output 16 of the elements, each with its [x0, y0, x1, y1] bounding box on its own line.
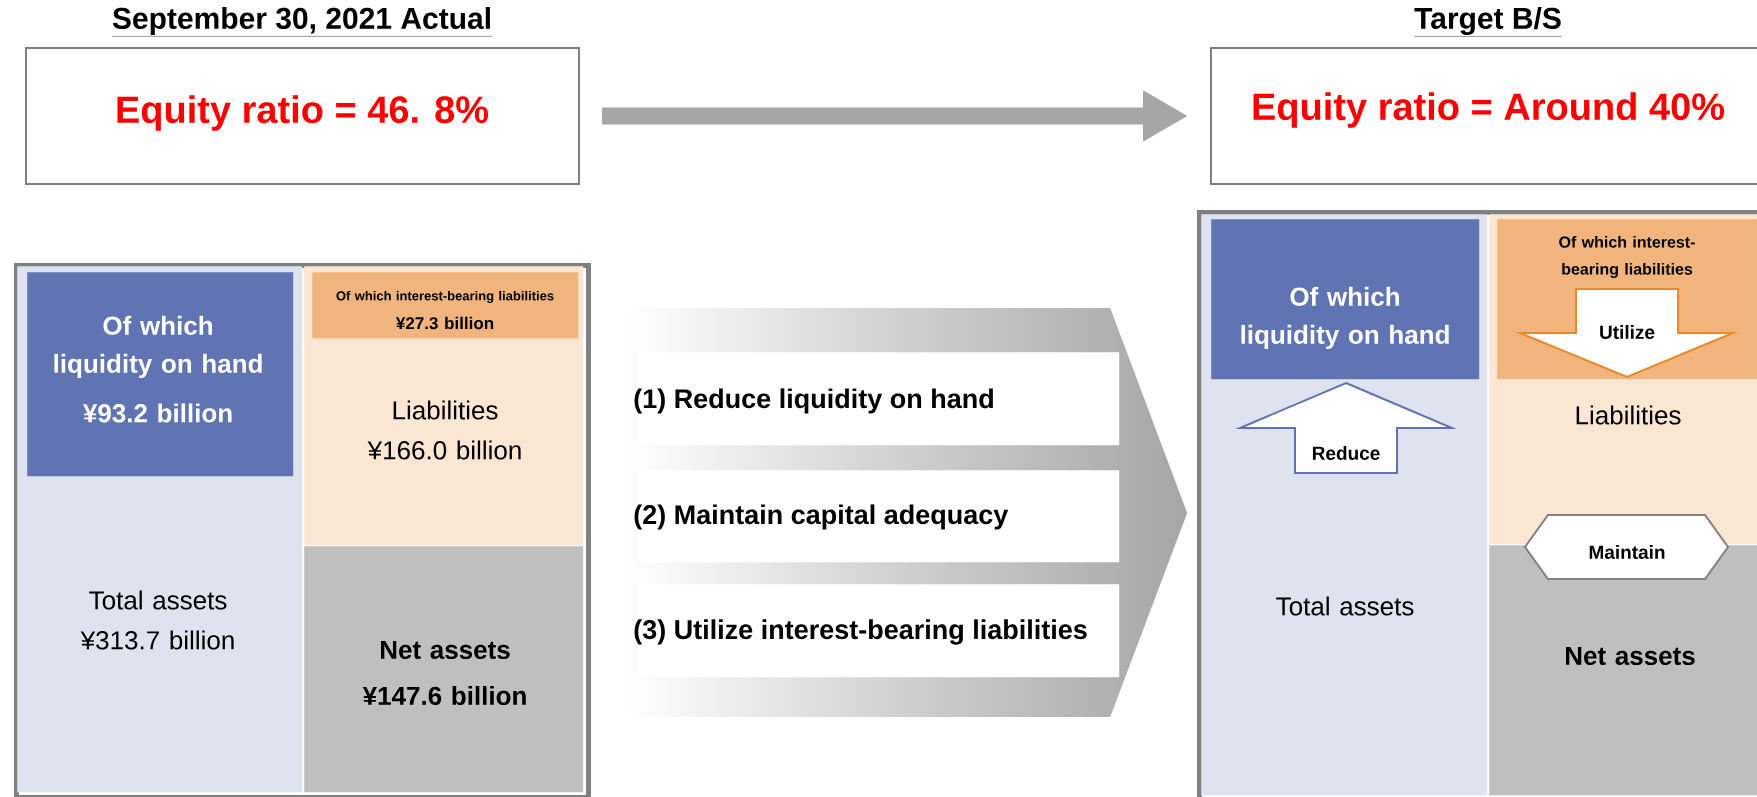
strategy-box: (1) Reduce liquidity on hand: [634, 352, 1120, 446]
node-label: (3) Utilize interest-bearing liabilities: [634, 619, 1087, 645]
balance-sheet-frame: [1197, 210, 1757, 797]
node-label: (1) Reduce liquidity on hand: [634, 388, 993, 414]
ratio-box: September 30, 2021 Actual Equity ratio = 46. 8%: [25, 7, 580, 185]
balance-sheet-frame: [14, 263, 591, 797]
strategy-box: (3) Utilize interest-bearing liabilities: [634, 584, 1120, 678]
node-label: Target B/S: [1414, 6, 1561, 36]
node-label: September 30, 2021 Actual: [112, 7, 490, 35]
liquidity-box: Of which liquidity on hand ¥93.2 billion: [27, 272, 294, 477]
debt-box: Of which interest-bearing liabilities ¥27.3 billion: [312, 272, 579, 339]
ratio-box: Target B/S Equity ratio = Around 40%: [1210, 6, 1757, 185]
liquidity-box: Of which liquidity on hand: [1211, 219, 1480, 380]
node-label: (2) Maintain capital adequacy: [634, 504, 1009, 530]
net-assets-block: Net assets ¥147.6 billion: [304, 546, 584, 793]
strategy-box: (2) Maintain capital adequacy: [634, 470, 1120, 563]
